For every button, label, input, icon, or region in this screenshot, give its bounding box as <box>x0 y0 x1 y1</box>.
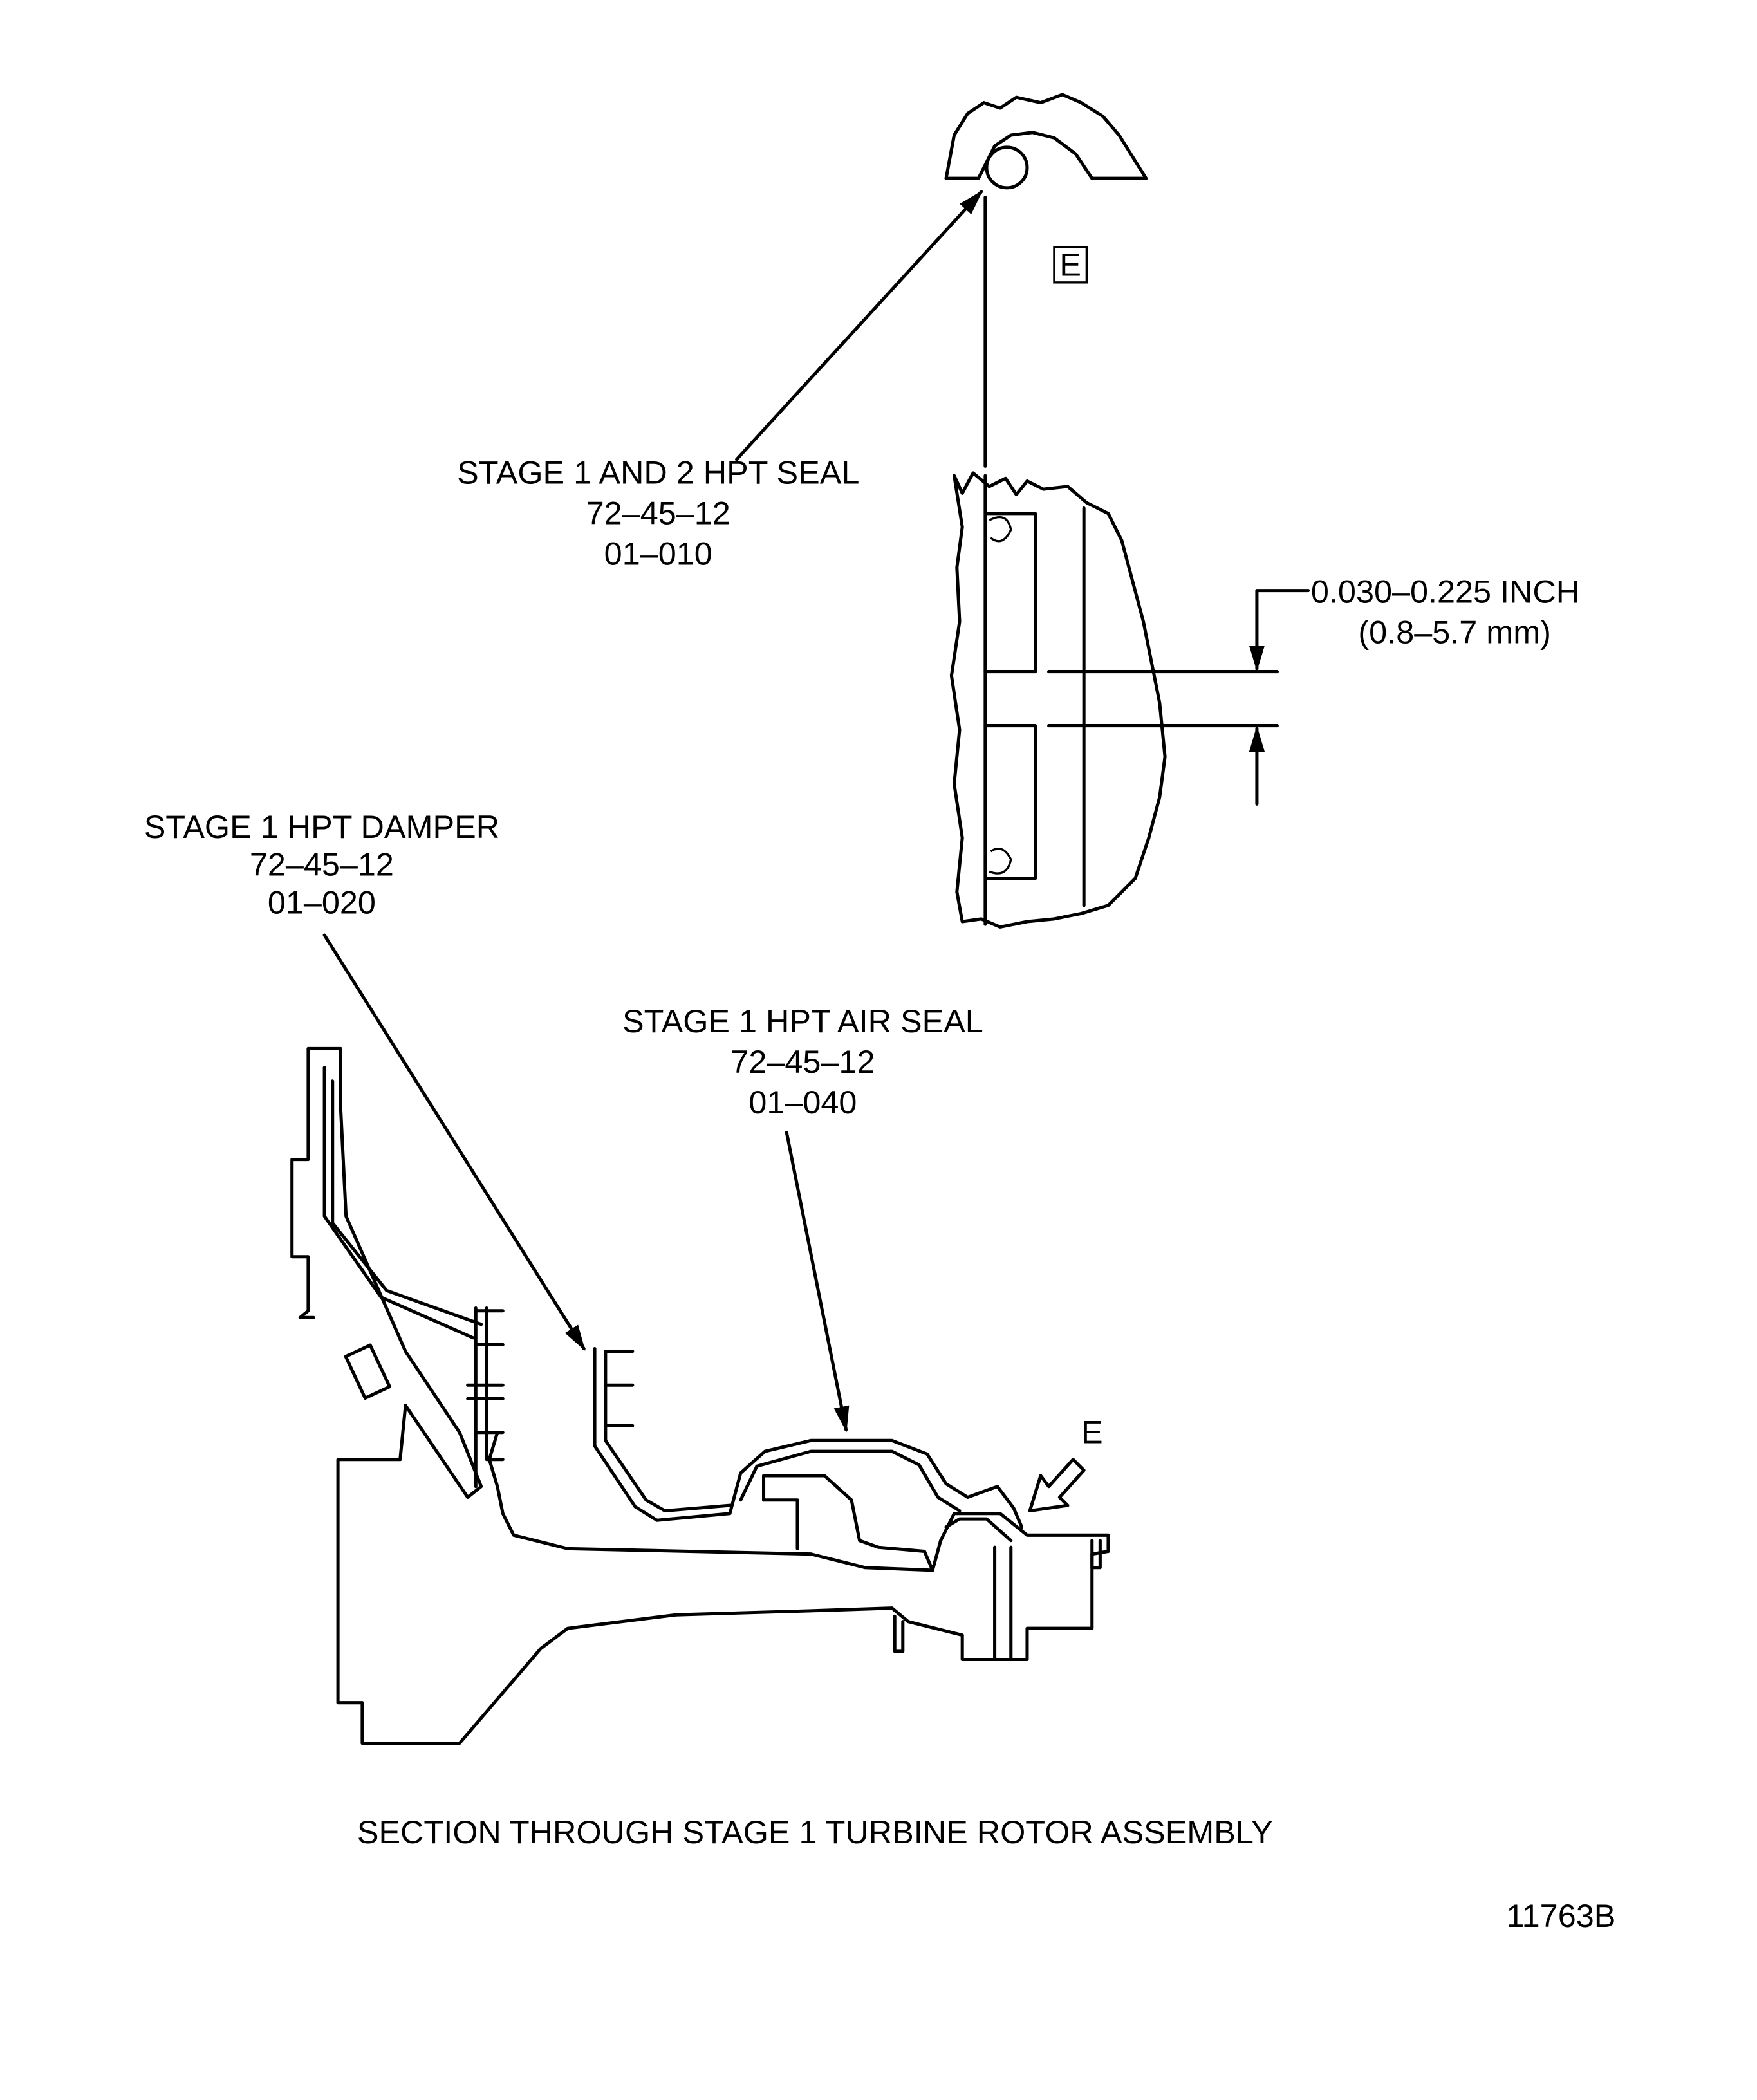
hpt-seal-name: STAGE 1 AND 2 HPT SEAL <box>457 454 859 491</box>
label-hpt-air-seal: STAGE 1 HPT AIR SEAL 72–45–12 01–040 <box>622 1003 983 1120</box>
leader-hpt-seal <box>735 190 983 461</box>
dimension-inch: 0.030–0.225 INCH <box>1311 573 1579 609</box>
hpt-air-seal-ref2: 01–040 <box>748 1084 857 1120</box>
hpt-damper-ref1: 72–45–12 <box>250 846 394 883</box>
dimension-mm: (0.8–5.7 mm) <box>1358 613 1551 650</box>
figure-caption: SECTION THROUGH STAGE 1 TURBINE ROTOR AS… <box>357 1814 1273 1850</box>
view-e-box <box>1053 246 1088 284</box>
view-e-arrow: E <box>1028 1414 1103 1513</box>
label-hpt-seal: STAGE 1 AND 2 HPT SEAL 72–45–12 01–010 <box>457 454 859 572</box>
view-e-box-label: E <box>1059 246 1081 283</box>
hpt-damper-name: STAGE 1 HPT DAMPER <box>144 808 499 845</box>
hpt-seal-ref2: 01–010 <box>604 535 712 572</box>
rotor-section <box>290 1046 1110 1745</box>
hpt-air-seal-ref1: 72–45–12 <box>730 1043 875 1080</box>
hpt-seal-ref1: 72–45–12 <box>586 495 730 532</box>
seal-gap-detail <box>949 471 1310 929</box>
leader-hpt-damper <box>322 933 586 1351</box>
figure-number: 11763B <box>1506 1897 1615 1934</box>
leader-hpt-air-seal <box>785 1131 850 1433</box>
label-hpt-damper: STAGE 1 HPT DAMPER 72–45–12 01–020 <box>144 808 499 921</box>
hpt-damper-ref2: 01–020 <box>268 884 376 920</box>
hpt-air-seal-name: STAGE 1 HPT AIR SEAL <box>622 1003 983 1039</box>
seal-ring-detail: E <box>735 93 1148 468</box>
view-e-label: E <box>1081 1414 1103 1451</box>
label-dimension: 0.030–0.225 INCH (0.8–5.7 mm) <box>1311 573 1579 650</box>
